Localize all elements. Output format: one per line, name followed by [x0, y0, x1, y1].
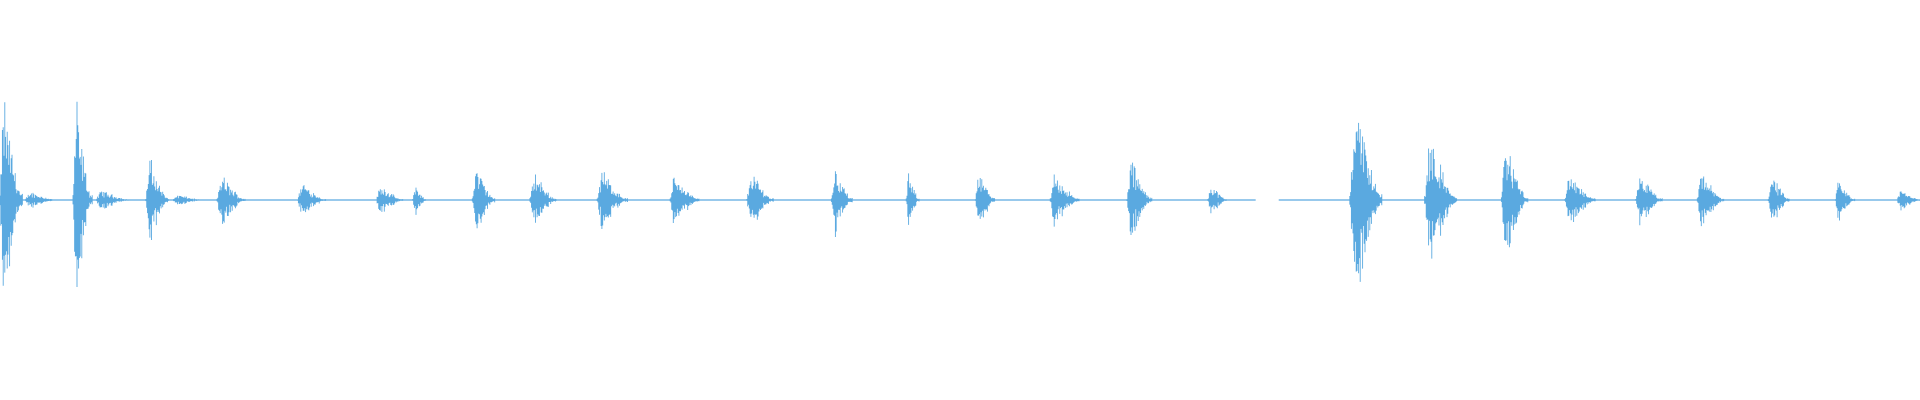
waveform-segment-shape [145, 160, 169, 240]
waveform-segment-shape [1635, 178, 1663, 226]
waveform-segment-shape [1424, 148, 1458, 259]
waveform-segment [72, 101, 93, 287]
waveform-segment [905, 173, 920, 225]
waveform-segment [471, 173, 496, 229]
waveform-segment-shape [830, 171, 853, 237]
waveform-segment [830, 171, 853, 237]
waveform-segment [1207, 189, 1228, 214]
waveform-segment-shape [1500, 156, 1529, 248]
waveform-segment-shape [412, 187, 427, 215]
waveform-segment-shape [0, 102, 23, 286]
waveform-segment-shape [1767, 180, 1790, 218]
waveform-segment [1835, 182, 1856, 221]
waveform-segment [1696, 176, 1725, 227]
waveform-segment [0, 102, 23, 286]
waveform-segment [375, 189, 404, 212]
waveform-segment [1126, 162, 1153, 235]
waveform-segment [1896, 191, 1920, 211]
waveform-segment [1424, 148, 1458, 259]
waveform-segment-shape [24, 192, 58, 208]
waveform-segment [669, 177, 700, 223]
waveform-segment [1767, 180, 1790, 218]
waveform-segment-shape [596, 172, 628, 229]
waveform-segment-shape [471, 173, 496, 229]
waveform-segment [974, 178, 996, 219]
waveform-segment-shape [1207, 189, 1228, 214]
waveform-segment-shape [905, 173, 920, 225]
waveform-segment-shape [172, 195, 204, 205]
waveform-segment [145, 160, 169, 240]
waveform-segment [596, 172, 628, 229]
waveform-segment-shape [216, 177, 246, 224]
waveform-segment-shape [1835, 182, 1856, 221]
waveform-segment-shape [95, 191, 131, 209]
waveform-segment-shape [72, 101, 93, 287]
waveform-segment [1049, 174, 1080, 227]
waveform-segment-shape [529, 174, 557, 223]
waveform-segment [172, 195, 204, 205]
waveform-segment [529, 174, 557, 223]
waveform-silence-gap [1255, 198, 1279, 202]
waveform-segment-shape [1696, 176, 1725, 227]
waveform-segment [297, 185, 327, 213]
waveform-segment [1635, 178, 1663, 226]
waveform-segment-shape [669, 177, 700, 223]
waveform-segment-shape [746, 176, 774, 220]
waveform-segment-shape [297, 185, 327, 213]
waveform-segment [24, 192, 58, 208]
waveform-segment [1500, 156, 1529, 248]
waveform-segment [216, 177, 246, 224]
waveform-segment-shape [974, 178, 996, 219]
waveform-segment-shape [1349, 122, 1383, 282]
waveform-segment-shape [1126, 162, 1153, 235]
waveform-segment [1564, 179, 1596, 222]
waveform-segment [746, 176, 774, 220]
waveform-segment [412, 187, 427, 215]
waveform-segment [1349, 122, 1383, 282]
waveform-segment-shape [1564, 179, 1596, 222]
waveform-segment [95, 191, 131, 209]
waveform-segment-shape [1896, 191, 1920, 211]
waveform-segment-shape [1049, 174, 1080, 227]
waveform-segment-shape [375, 189, 404, 212]
